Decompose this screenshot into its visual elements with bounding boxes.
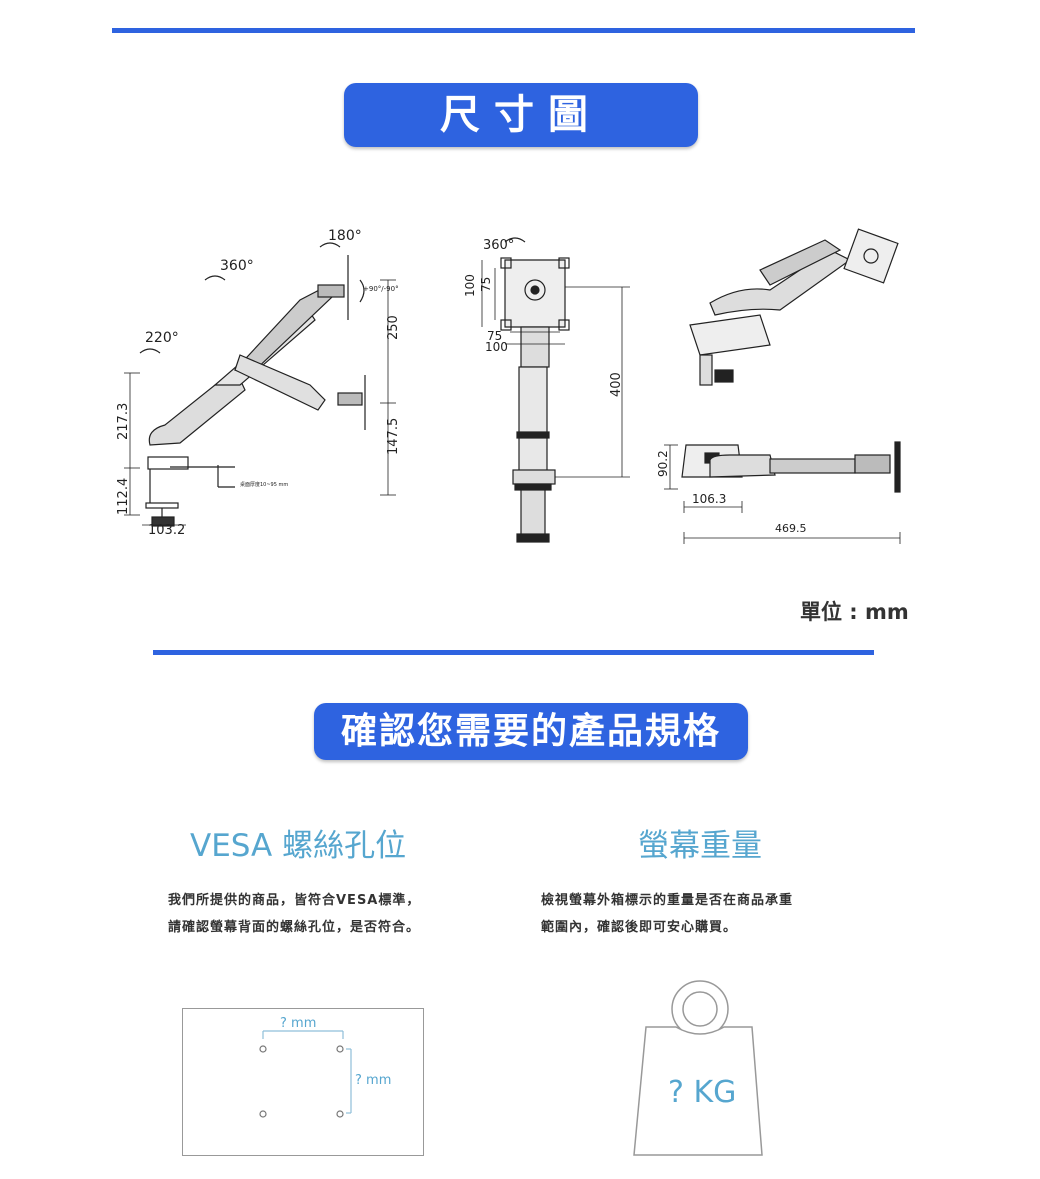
vesa-diagram: ? mm ? mm: [182, 1008, 424, 1156]
weight-desc-line1: 檢視螢幕外箱標示的重量是否在商品承重: [541, 893, 794, 908]
label-tilt: +90°/-90°: [363, 285, 399, 293]
vesa-v-mm: ? mm: [355, 1073, 392, 1088]
vesa-desc-line1: 我們所提供的商品，皆符合VESA標準，: [168, 893, 421, 908]
top-divider: [112, 28, 915, 33]
weight-heading: 螢幕重量: [638, 828, 762, 864]
top-label-106-3: 106.3: [692, 492, 727, 506]
top-label-469-5: 469.5: [775, 522, 807, 535]
weight-desc-line2: 範圍內，確認後即可安心購買。: [541, 920, 738, 935]
label-desk: 桌面厚度10~95 mm: [240, 482, 289, 488]
middle-divider: [153, 650, 874, 655]
top-label-90-2: 90.2: [656, 450, 670, 477]
label-360: 360°: [220, 258, 254, 274]
front-label-75v: 75: [479, 276, 493, 292]
front-view-drawing: 360° 100 75 75 100 400: [455, 232, 640, 552]
weight-icon: ? KG: [630, 975, 766, 1160]
top-view-drawing: 90.2 106.3 469.5: [650, 215, 910, 550]
label-220: 220°: [145, 330, 179, 346]
vesa-heading: VESA 螺絲孔位: [190, 828, 407, 864]
unit-label: 單位 : mm: [800, 600, 909, 624]
vesa-desc-line2: 請確認螢幕背面的螺絲孔位，是否符合。: [168, 920, 421, 935]
label-217-3: 217.3: [116, 402, 131, 440]
front-label-100v: 100: [463, 274, 477, 297]
label-112-4: 112.4: [116, 477, 131, 515]
label-250: 250: [386, 315, 401, 340]
label-147-5: 147.5: [386, 417, 401, 455]
front-label-360: 360°: [483, 238, 515, 253]
dimension-title: 尺寸圖: [344, 83, 698, 147]
front-label-75h: 75: [487, 329, 503, 343]
label-103-2: 103.2: [148, 523, 186, 538]
weight-kg: ? KG: [668, 1075, 737, 1110]
side-view-drawing: 180° 360° 220° +90°/-90° 250 147.5 217.3…: [110, 225, 430, 555]
front-label-400: 400: [609, 372, 624, 397]
label-180: 180°: [328, 228, 362, 244]
vesa-h-mm: ? mm: [280, 1016, 317, 1031]
spec-title: 確認您需要的產品規格: [314, 703, 748, 760]
front-label-100h: 100: [485, 340, 508, 354]
